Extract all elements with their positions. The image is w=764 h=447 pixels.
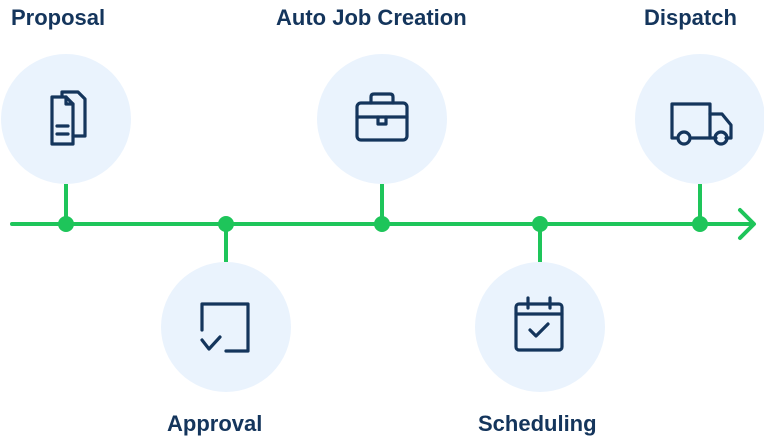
timeline-arrowhead <box>738 208 756 240</box>
document-icon <box>50 90 87 146</box>
step-label-auto-job-creation: Auto Job Creation <box>276 5 467 30</box>
circle-scheduling <box>475 262 605 392</box>
calendar-check-icon <box>514 296 564 352</box>
circle-approval <box>161 262 291 392</box>
briefcase-icon <box>355 92 409 142</box>
timeline-dot-proposal <box>58 216 74 232</box>
step-label-dispatch: Dispatch <box>644 5 737 30</box>
timeline-dot-approval <box>218 216 234 232</box>
timeline-dot-scheduling <box>532 216 548 232</box>
checkbox-icon <box>200 302 250 353</box>
circle-dispatch <box>635 54 764 184</box>
circle-proposal <box>1 54 131 184</box>
circle-auto-job-creation <box>317 54 447 184</box>
timeline-dot-auto-job-creation <box>374 216 390 232</box>
truck-icon <box>670 102 733 146</box>
step-label-proposal: Proposal <box>11 5 106 30</box>
step-label-approval: Approval <box>167 411 263 436</box>
timeline-dot-dispatch <box>692 216 708 232</box>
step-label-scheduling: Scheduling <box>478 411 597 436</box>
